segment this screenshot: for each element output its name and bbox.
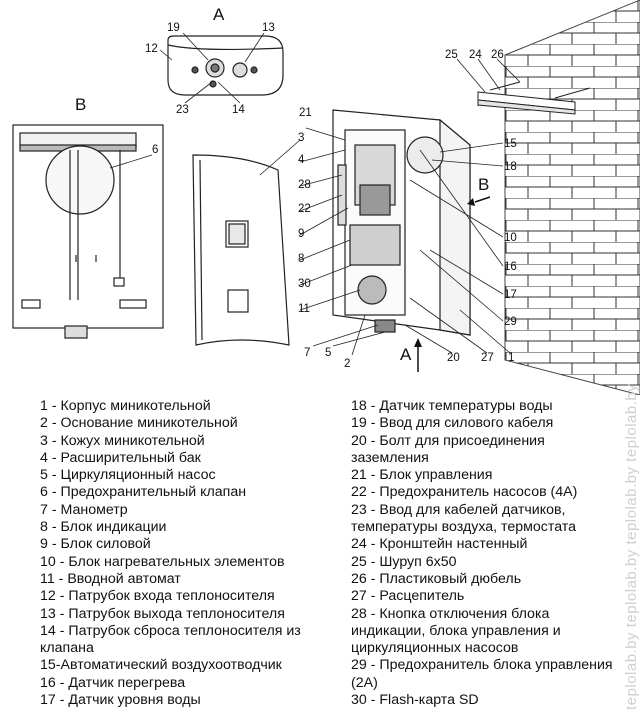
callout-6: 6	[152, 144, 158, 156]
legend-item: 23 - Ввод для кабелей датчиков, температ…	[351, 501, 577, 536]
callout-19: 19	[167, 22, 180, 34]
legend-item: 29 - Предохранитель блока управления (2А…	[351, 657, 613, 691]
legend-item: 3 - Кожух миникотельной	[40, 432, 205, 449]
callout-23: 23	[176, 104, 189, 116]
view-arrow-a-label: А	[400, 345, 412, 364]
callout-25: 25	[445, 49, 458, 61]
view-arrow-b	[467, 196, 491, 206]
view-label-b: В	[75, 95, 86, 114]
callout-13: 13	[262, 22, 275, 34]
callout-16: 16	[504, 261, 517, 273]
callout-8: 8	[298, 253, 304, 265]
legend-item: 11 - Вводной автомат	[40, 570, 181, 587]
view-arrow-b-label: В	[478, 175, 489, 194]
legend-item: 21 - Блок управления	[351, 467, 493, 484]
callout-2: 2	[344, 358, 350, 370]
callout-1: 1	[508, 352, 514, 364]
top-view-a	[167, 35, 284, 96]
legend-item: 18 - Датчик температуры воды	[351, 398, 553, 414]
legend-item: 24 - Кронштейн настенный	[351, 536, 528, 553]
callout-17: 17	[504, 289, 517, 301]
callout-9: 9	[298, 228, 304, 240]
legend-item: 19 - Ввод для силового кабеля	[351, 415, 554, 432]
callout-12: 12	[145, 43, 158, 55]
legend-item: 10 - Блок нагревательных элементов	[40, 553, 285, 570]
legend-item: 9 - Блок силовой	[40, 536, 151, 553]
legend-item: 14 - Патрубок сброса теплоносителя из кл…	[40, 622, 301, 657]
legend-item: 6 - Предохранительный клапан	[40, 484, 247, 501]
callout-14: 14	[232, 104, 245, 116]
legend-item: 27 - Расцепитель	[351, 588, 465, 605]
legend-item: 2 - Основание миникотельной	[40, 415, 238, 432]
callout-4: 4	[298, 154, 305, 166]
callout-27: 27	[481, 352, 494, 364]
legend-item: 15-Автоматический воздухоотводчик	[40, 657, 282, 674]
legend-item: 17 - Датчик уровня воды	[40, 692, 201, 709]
legend-item: 25 - Шуруп 6х50	[351, 553, 457, 570]
cover-panel	[192, 154, 290, 346]
watermark-text: teplolab.by teplolab.by teplolab.by tepl…	[623, 383, 640, 710]
legend-item: 30 - Flash-карта SD	[351, 692, 479, 709]
exploded-assembly-diagram: А В А В	[12, 0, 640, 395]
view-label-a: А	[213, 5, 225, 24]
wall-bracket	[477, 81, 591, 115]
legend-column-left: 1 - Корпус миникотельной 2 - Основание м…	[40, 398, 350, 709]
callout-numbers: 19 12 13 23 14 25 24 26 6 21 3 4 28 22 9…	[145, 22, 517, 370]
callout-24: 24	[469, 49, 482, 61]
legend-item: 26 - Пластиковый дюбель	[351, 570, 522, 587]
leader-lines	[109, 32, 521, 356]
legend-item: 13 - Патрубок выхода теплоносителя	[40, 605, 285, 622]
callout-10: 10	[504, 232, 517, 244]
callout-22: 22	[298, 203, 311, 215]
callout-18: 18	[504, 161, 517, 173]
callout-3: 3	[298, 132, 304, 144]
legend-item: 5 - Циркуляционный насос	[40, 467, 216, 484]
callout-29: 29	[504, 316, 517, 328]
parts-legend: 1 - Корпус миникотельной 2 - Основание м…	[0, 398, 640, 724]
callout-26: 26	[491, 49, 504, 61]
legend-item: 20 - Болт для присоединения заземления	[351, 432, 545, 466]
callout-20: 20	[447, 352, 460, 364]
boiler-main-unit	[332, 109, 471, 336]
callout-30: 30	[298, 278, 311, 290]
legend-item: 16 - Датчик перегрева	[40, 674, 186, 691]
callout-28: 28	[298, 179, 311, 191]
callout-7: 7	[304, 347, 310, 359]
callout-21: 21	[299, 107, 312, 119]
watermark: teplolab.by teplolab.by teplolab.by tepl…	[615, 0, 640, 724]
callout-15: 15	[504, 138, 517, 150]
rear-view-b	[12, 124, 164, 339]
legend-item: 8 - Блок индикации	[40, 519, 167, 536]
legend-item: 1 - Корпус миникотельной	[40, 398, 211, 414]
callout-11: 11	[298, 303, 310, 315]
legend-column-right: 18 - Датчик температуры воды 19 - Ввод д…	[351, 398, 626, 709]
legend-item: 28 - Кнопка отключения блока индикации, …	[351, 605, 561, 657]
legend-item: 7 - Манометр	[40, 501, 128, 518]
view-arrow-a	[414, 338, 422, 372]
callout-5: 5	[325, 347, 331, 359]
legend-item: 4 - Расширительный бак	[40, 449, 201, 466]
legend-item: 22 - Предохранитель насосов (4А)	[351, 484, 578, 501]
legend-item: 12 - Патрубок входа теплоносителя	[40, 588, 275, 605]
